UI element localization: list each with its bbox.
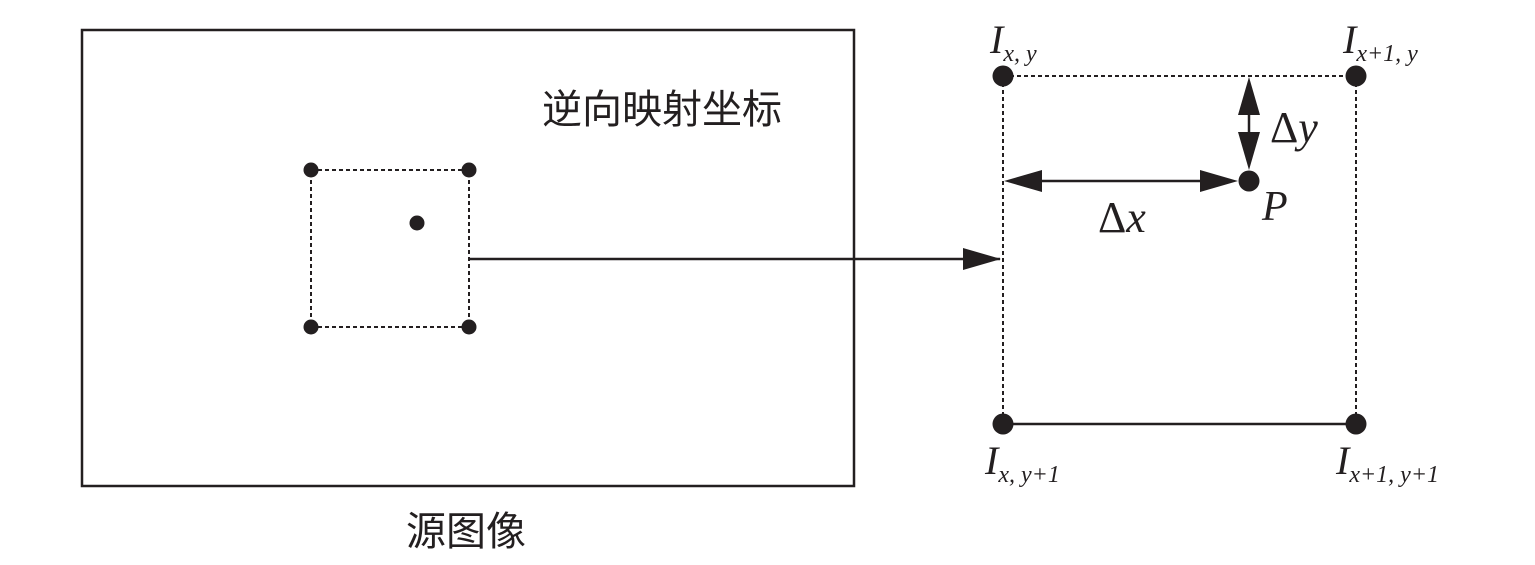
label-top-right: Ix+1, y: [1342, 17, 1418, 67]
corner-top-right-dot: [1345, 65, 1367, 87]
dx-arrowhead-right: [1200, 170, 1238, 192]
source-cell-corner-br: [461, 319, 477, 335]
label-top-left: Ix, y: [989, 17, 1037, 67]
dx-label: Δx: [1098, 193, 1146, 242]
dy-arrowhead-top: [1238, 77, 1260, 115]
corner-bottom-right-dot: [1345, 413, 1367, 435]
source-cell-point: [409, 215, 425, 231]
dy-arrowhead-bottom: [1238, 132, 1260, 170]
corner-bottom-left-dot: [992, 413, 1014, 435]
region-label: 逆向映射坐标: [542, 87, 782, 133]
source-cell-corner-tl: [303, 162, 319, 178]
source-image-caption: 源图像: [406, 509, 526, 555]
source-sample-cell: [310, 169, 470, 328]
dy-label: Δy: [1270, 103, 1318, 152]
magnify-arrowhead: [963, 248, 1001, 270]
label-bottom-left: Ix, y+1: [984, 438, 1060, 488]
source-cell-corner-tr: [461, 162, 477, 178]
dx-arrowhead-left: [1004, 170, 1042, 192]
corner-top-left-dot: [992, 65, 1014, 87]
point-p-label: P: [1261, 184, 1288, 230]
source-cell-corner-bl: [303, 319, 319, 335]
point-p-dot: [1238, 170, 1260, 192]
label-bottom-right: Ix+1, y+1: [1335, 438, 1439, 488]
